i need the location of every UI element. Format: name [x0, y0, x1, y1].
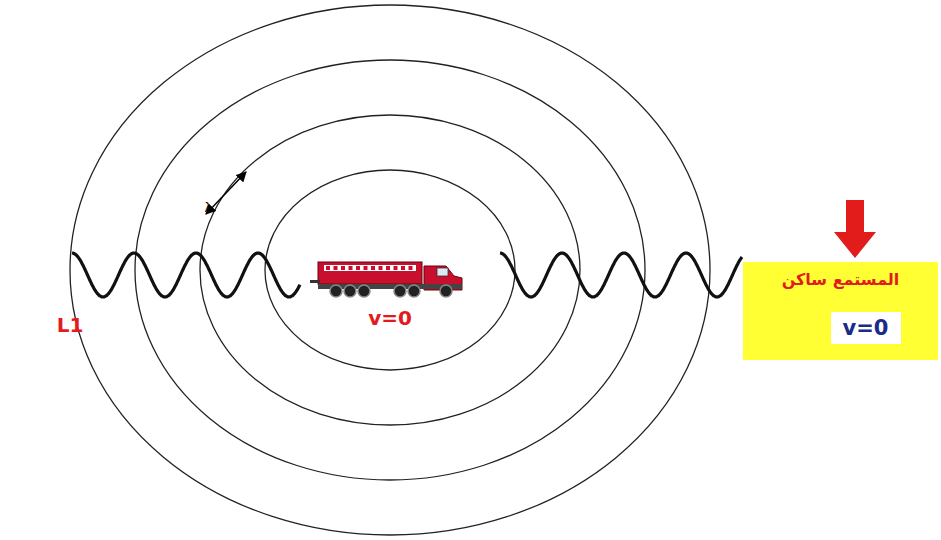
velocity-box: v=0: [831, 312, 901, 344]
wavefront-ring: [135, 60, 645, 480]
wavelength-arrow: [206, 172, 246, 214]
wave-line: [72, 253, 300, 297]
position-label: L1: [57, 313, 84, 337]
wave-line: [500, 253, 742, 297]
listener-box: المستمع ساكن v=0: [743, 262, 938, 360]
wavefront-ring: [70, 5, 710, 535]
wavefront-ring: [200, 115, 580, 425]
wavefront-rings: [70, 5, 710, 535]
wavelength-symbol: λ: [204, 201, 211, 215]
velocity-label: v=0: [835, 316, 897, 340]
sound-wave: [72, 253, 742, 297]
wavefront-ring: [265, 170, 515, 370]
truck-source: [310, 262, 462, 297]
source-velocity: v=0: [368, 306, 412, 330]
pointer-arrow: [834, 200, 876, 258]
listener-label: المستمع ساكن: [751, 270, 930, 289]
